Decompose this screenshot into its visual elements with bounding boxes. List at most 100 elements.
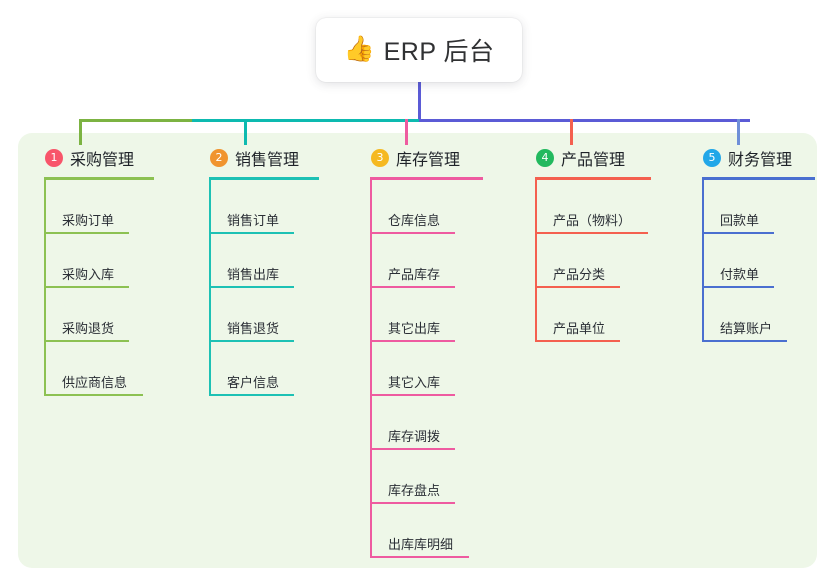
branch-item-label: 库存调拨	[388, 429, 441, 444]
branch-item[interactable]: 产品分类	[527, 234, 687, 288]
branch-item-underline	[370, 394, 455, 396]
branch-item-label: 销售出库	[227, 267, 280, 282]
branch-item[interactable]: 销售订单	[201, 180, 349, 234]
branch-header-underline	[702, 177, 815, 180]
branch-item[interactable]: 客户信息	[201, 342, 349, 396]
branch-item-underline	[535, 232, 648, 234]
branch-item-label: 回款单	[720, 213, 760, 228]
branch-spine-connector	[209, 180, 211, 396]
branch-item-list: 采购订单采购入库采购退货供应商信息	[36, 180, 184, 396]
branch-item[interactable]: 库存盘点	[362, 450, 510, 504]
branch-item[interactable]: 采购入库	[36, 234, 184, 288]
bus-segment-purple	[419, 119, 750, 122]
branch-item-label: 采购入库	[62, 267, 115, 282]
branch-number-badge: 4	[536, 149, 554, 167]
branch-item-underline	[209, 340, 294, 342]
branch-item-underline	[370, 232, 455, 234]
branch-item-label: 付款单	[720, 267, 760, 282]
branch-item-underline	[209, 286, 294, 288]
branch-column-2: 2 销售管理销售订单销售出库销售退货客户信息	[201, 145, 349, 396]
branch-item-label: 其它出库	[388, 321, 441, 336]
branch-item[interactable]: 产品单位	[527, 288, 687, 342]
branch-number-badge: 1	[45, 149, 63, 167]
branch-column-1: 1 采购管理采购订单采购入库采购退货供应商信息	[36, 145, 184, 396]
branch-item-list: 回款单付款单结算账户	[694, 180, 839, 342]
branch-title-label: 采购管理	[70, 152, 135, 169]
branch-item-underline	[702, 286, 774, 288]
branch-item-label: 产品（物料）	[553, 213, 632, 228]
branch-item[interactable]: 其它入库	[362, 342, 510, 396]
branch-item[interactable]: 产品（物料）	[527, 180, 687, 234]
branch-item-label: 库存盘点	[388, 483, 441, 498]
branch-item-label: 采购订单	[62, 213, 115, 228]
branch-item[interactable]: 结算账户	[694, 288, 839, 342]
branch-item-underline	[370, 286, 455, 288]
branch-title-label: 库存管理	[396, 152, 461, 169]
branch-item[interactable]: 供应商信息	[36, 342, 184, 396]
branch-drop-connector-5	[737, 119, 740, 145]
diagram-panel-background	[18, 133, 817, 568]
branch-header-3[interactable]: 3 库存管理	[362, 145, 510, 171]
branch-header-4[interactable]: 4 产品管理	[527, 145, 687, 171]
branch-spine-connector	[44, 180, 46, 396]
thumbs-up-icon: 👍	[343, 34, 375, 63]
branch-item-list: 仓库信息产品库存其它出库其它入库库存调拨库存盘点出库库明细	[362, 180, 510, 558]
branch-item[interactable]: 产品库存	[362, 234, 510, 288]
branch-item[interactable]: 库存调拨	[362, 396, 510, 450]
branch-item[interactable]: 销售出库	[201, 234, 349, 288]
branch-item[interactable]: 付款单	[694, 234, 839, 288]
bus-segment-green	[79, 119, 192, 122]
branch-item-underline	[702, 340, 787, 342]
branch-header-2[interactable]: 2 销售管理	[201, 145, 349, 171]
branch-drop-connector-2	[244, 119, 247, 145]
branch-item-label: 销售退货	[227, 321, 280, 336]
branch-header-underline	[370, 177, 483, 180]
branch-header-underline	[209, 177, 319, 180]
branch-item-underline	[370, 448, 455, 450]
branch-spine-connector	[702, 180, 704, 342]
branch-item-underline	[370, 556, 469, 558]
branch-item-underline	[702, 232, 774, 234]
branch-item-label: 销售订单	[227, 213, 280, 228]
branch-column-3: 3 库存管理仓库信息产品库存其它出库其它入库库存调拨库存盘点出库库明细	[362, 145, 510, 558]
branch-item-underline	[44, 232, 129, 234]
branch-item[interactable]: 采购退货	[36, 288, 184, 342]
branch-item[interactable]: 采购订单	[36, 180, 184, 234]
branch-item-underline	[370, 502, 455, 504]
branch-number-badge: 5	[703, 149, 721, 167]
branch-item[interactable]: 其它出库	[362, 288, 510, 342]
branch-item-underline	[44, 286, 129, 288]
branch-item-label: 产品库存	[388, 267, 441, 282]
branch-title-label: 销售管理	[235, 152, 300, 169]
branch-item-label: 其它入库	[388, 375, 441, 390]
branch-title-label: 产品管理	[561, 152, 626, 169]
branch-item-label: 结算账户	[720, 321, 773, 336]
branch-item-underline	[44, 394, 143, 396]
branch-spine-connector	[370, 180, 372, 558]
branch-item-underline	[44, 340, 129, 342]
branch-item[interactable]: 仓库信息	[362, 180, 510, 234]
branch-column-4: 4 产品管理产品（物料） 产品分类产品单位	[527, 145, 687, 342]
branch-header-underline	[535, 177, 651, 180]
branch-item-underline	[209, 232, 294, 234]
branch-item[interactable]: 销售退货	[201, 288, 349, 342]
branch-number-badge: 2	[210, 149, 228, 167]
branch-item-label: 采购退货	[62, 321, 115, 336]
branch-number-badge: 3	[371, 149, 389, 167]
branch-header-1[interactable]: 1 采购管理	[36, 145, 184, 171]
branch-header-underline	[44, 177, 154, 180]
branch-item-underline	[209, 394, 294, 396]
branch-item-label: 客户信息	[227, 375, 280, 390]
root-stem-connector	[418, 82, 421, 122]
branch-item[interactable]: 回款单	[694, 180, 839, 234]
branch-drop-connector-3	[405, 119, 408, 145]
branch-spine-connector	[535, 180, 537, 342]
branch-item-list: 销售订单销售出库销售退货客户信息	[201, 180, 349, 396]
branch-item-underline	[370, 340, 455, 342]
bus-segment-teal	[192, 119, 419, 122]
branch-item[interactable]: 出库库明细	[362, 504, 510, 558]
root-node-card[interactable]: 👍 ERP 后台	[316, 18, 522, 82]
